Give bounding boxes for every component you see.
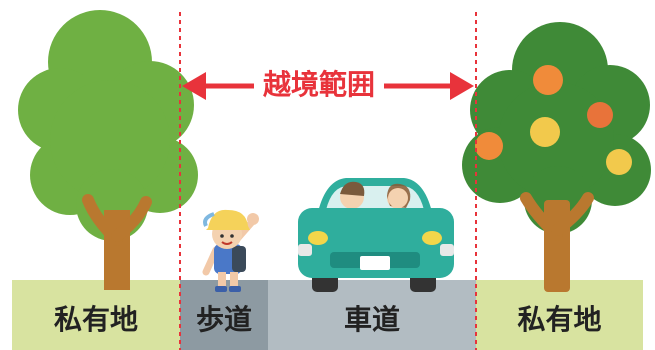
fruit [475,132,503,160]
span-arrow [182,72,474,100]
zone-label-sidewalk: 歩道 [195,303,252,336]
child-figure [202,209,259,292]
car [298,178,454,292]
fruit [587,102,613,128]
fruit [530,117,560,147]
zone-label-private-left: 私有地 [53,303,138,336]
tree-right [462,22,651,292]
private-land-left [12,280,180,350]
fruit [606,149,632,175]
tree-left [18,10,198,290]
zone-label-roadway: 車道 [343,303,400,336]
span-label: 越境範囲 [254,67,384,103]
fruit [533,65,563,95]
zone-label-private-right: 私有地 [517,303,602,336]
roadway-area [268,280,476,350]
